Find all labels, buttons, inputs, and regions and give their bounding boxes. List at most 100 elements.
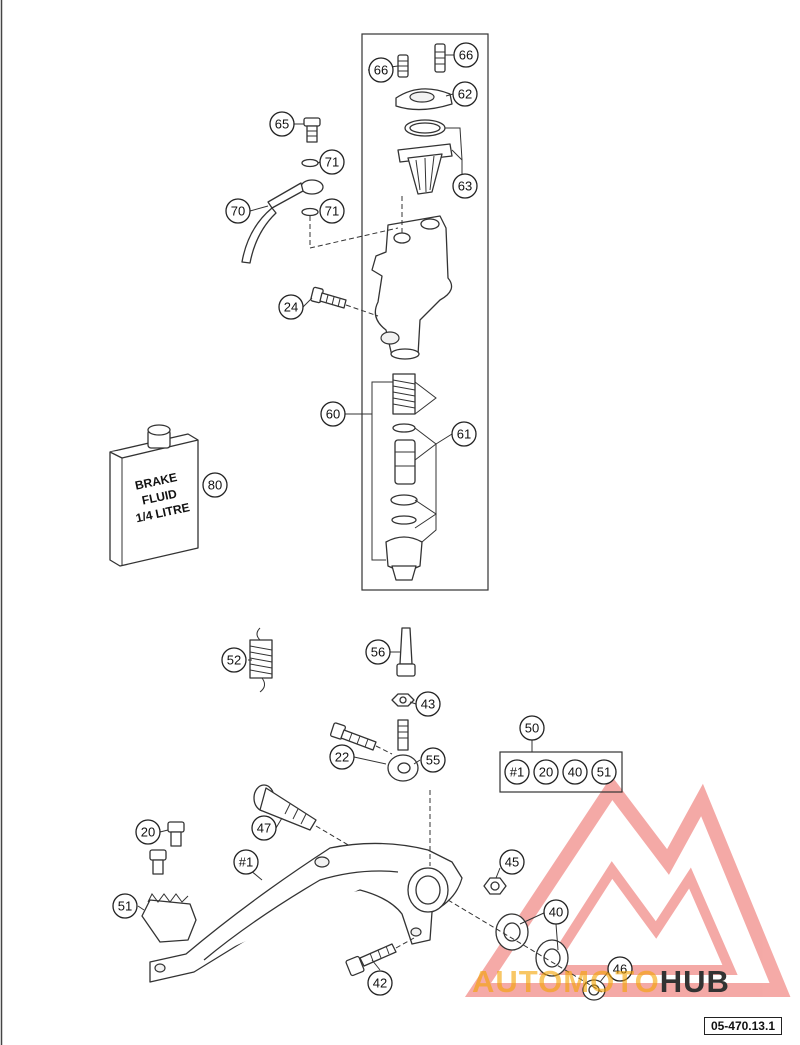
bolt-22: [330, 722, 377, 751]
svg-text:63: 63: [458, 179, 472, 194]
diagram-id-label: 05-470.13.1: [703, 1017, 782, 1035]
callout-71-bottom: 71: [319, 198, 345, 224]
svg-text:40: 40: [549, 905, 563, 920]
washer-61: [390, 494, 418, 506]
callout-kit-40: 40: [562, 759, 588, 785]
reservoir-insert-63: [397, 143, 453, 195]
svg-text:62: 62: [458, 87, 472, 102]
brake-hose-70: [241, 179, 324, 264]
washer-71-top: [301, 158, 319, 168]
callout-51: 51: [112, 893, 138, 919]
svg-text:60: 60: [326, 407, 340, 422]
watermark-text-part2: HUB: [659, 964, 730, 999]
callout-71-top: 71: [319, 149, 345, 175]
svg-text:55: 55: [426, 753, 440, 768]
watermark-text-part1: AUTOMOTO: [472, 964, 660, 999]
brake-fluid-can-80: [109, 424, 199, 567]
callout-70: 70: [225, 198, 251, 224]
svg-text:45: 45: [505, 855, 519, 870]
return-spring-52: [249, 627, 273, 693]
svg-text:46: 46: [613, 962, 627, 977]
seal-61-a: [392, 423, 416, 433]
watermark-logo: [464, 775, 791, 997]
callout-47: 47: [251, 815, 277, 841]
nut-43: [391, 693, 415, 707]
callout-56: 56: [365, 639, 391, 665]
callout-kit-1: #1: [504, 759, 530, 785]
svg-text:20: 20: [539, 765, 553, 780]
svg-text:71: 71: [325, 155, 339, 170]
svg-text:47: 47: [257, 821, 271, 836]
svg-text:40: 40: [568, 765, 582, 780]
svg-text:52: 52: [227, 653, 241, 668]
callout-52: 52: [221, 647, 247, 673]
svg-text:61: 61: [457, 427, 471, 442]
callout-50: 50: [519, 715, 545, 741]
callout-kit-20: 20: [533, 759, 559, 785]
svg-text:43: 43: [421, 697, 435, 712]
brake-pedal-1: [149, 842, 463, 983]
callout-46: 46: [607, 956, 633, 982]
mounting-bolt-24: [310, 286, 347, 309]
svg-text:22: 22: [335, 750, 349, 765]
callout-62: 62: [452, 81, 478, 107]
bearing-40-a: [495, 913, 529, 951]
screw-20-b: [149, 849, 167, 875]
callout-55: 55: [420, 747, 446, 773]
callout-20: 20: [135, 819, 161, 845]
callout-65: 65: [269, 111, 295, 137]
screw-66-left: [397, 54, 409, 78]
pivot-bolt-47: [253, 784, 317, 831]
callout-22: 22: [329, 744, 355, 770]
callout-66-right: 66: [453, 42, 479, 68]
svg-text:20: 20: [141, 825, 155, 840]
callout-80: 80: [202, 472, 228, 498]
callout-60: 60: [320, 401, 346, 427]
piston-spring-61: [392, 373, 416, 415]
svg-text:66: 66: [459, 48, 473, 63]
callout-24: 24: [278, 294, 304, 320]
svg-text:24: 24: [284, 300, 298, 315]
pedal-step-51: [141, 893, 197, 943]
screw-66-right: [434, 43, 446, 73]
master-cylinder-body-60: [371, 215, 453, 360]
callout-1: #1: [233, 849, 259, 875]
banjo-bolt-65: [303, 117, 321, 143]
bolt-42: [345, 943, 397, 977]
svg-text:70: 70: [231, 204, 245, 219]
svg-text:42: 42: [373, 976, 387, 991]
pushrod-56: [396, 627, 416, 677]
svg-text:71: 71: [325, 204, 339, 219]
svg-text:51: 51: [597, 765, 611, 780]
svg-text:65: 65: [275, 117, 289, 132]
callout-42: 42: [367, 970, 393, 996]
bushing-46: [582, 979, 606, 1001]
piston-61: [394, 439, 416, 485]
svg-text:50: 50: [525, 721, 539, 736]
svg-text:56: 56: [371, 645, 385, 660]
dust-boot-61: [385, 536, 423, 581]
svg-text:80: 80: [208, 478, 222, 493]
callout-61: 61: [451, 421, 477, 447]
svg-text:51: 51: [118, 899, 132, 914]
screw-20-a: [167, 821, 185, 847]
svg-text:#1: #1: [510, 765, 524, 780]
clevis-55: [387, 719, 419, 782]
callout-45: 45: [499, 849, 525, 875]
callout-40: 40: [543, 899, 569, 925]
callout-kit-51: 51: [591, 759, 617, 785]
reservoir-cap-62: [395, 88, 453, 111]
kit-box-50: [499, 751, 623, 793]
callout-66-left: 66: [368, 57, 394, 83]
callout-43: 43: [415, 691, 441, 717]
seal-ring-63: [404, 119, 446, 137]
svg-text:66: 66: [374, 63, 388, 78]
svg-text:#1: #1: [239, 855, 253, 870]
watermark-text: AUTOMOTOHUB: [472, 964, 730, 1000]
callout-63: 63: [452, 173, 478, 199]
master-cylinder-frame: [361, 33, 489, 591]
washer-71-bottom: [301, 207, 319, 217]
circlip-61: [391, 515, 417, 525]
